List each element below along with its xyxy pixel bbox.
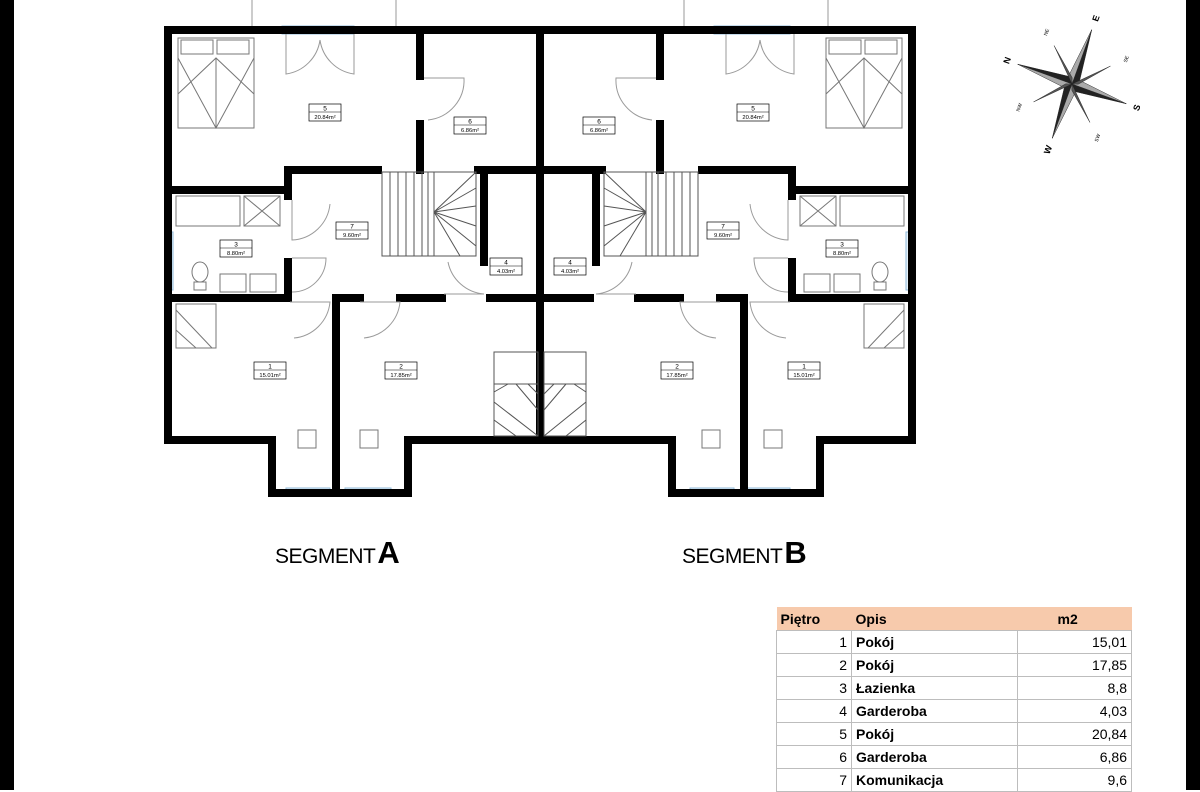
room-area: 9.60m² <box>343 233 361 239</box>
room-area: 6.86m² <box>461 128 479 134</box>
room-area: 17.85m² <box>390 373 411 379</box>
compass-w-label: W <box>1042 144 1054 156</box>
compass-e-label: E <box>1090 14 1101 23</box>
room-area: 20.84m² <box>314 115 335 121</box>
room-number: 2 <box>399 364 403 371</box>
cell-floor: 3 <box>776 676 852 700</box>
room-number: 6 <box>597 119 601 126</box>
fixtures <box>175 37 905 449</box>
table-header-row: Piętro Opis m2 <box>776 607 1132 631</box>
cell-desc: Pokój <box>851 630 1018 654</box>
room-area: 9.60m² <box>714 233 732 239</box>
cell-desc: Garderoba <box>851 745 1018 769</box>
cell-area: 6,86 <box>1017 745 1132 769</box>
compass-sw-label: SW <box>1094 133 1102 143</box>
cell-floor: 7 <box>776 768 852 792</box>
cell-floor: 6 <box>776 745 852 769</box>
header-floor: Piętro <box>776 607 852 631</box>
room-label-1b: 1 15.01m² <box>787 361 821 380</box>
cell-desc: Pokój <box>851 653 1018 677</box>
room-area: 17.85m² <box>666 373 687 379</box>
room-area: 8.80m² <box>833 251 851 257</box>
room-label-3a: 3 8.80m² <box>219 239 253 258</box>
room-label-5a: 5 20.84m² <box>308 103 342 122</box>
room-label-1a: 1 15.01m² <box>253 361 287 380</box>
segment-label-b: SEGMENTB <box>682 535 807 571</box>
cell-area: 17,85 <box>1017 653 1132 677</box>
header-desc: Opis <box>851 607 1018 631</box>
room-label-3b: 3 8.80m² <box>825 239 859 258</box>
room-area: 15.01m² <box>793 373 814 379</box>
segment-letter: A <box>377 535 400 570</box>
compass-n-label: N <box>1001 56 1013 66</box>
cell-desc: Komunikacja <box>851 768 1018 792</box>
room-labels: 5 20.84m² 6 6.86m² 7 9.60m² 3 8.80m² 4 4.03m² 1 15.… <box>219 103 859 380</box>
room-number: 3 <box>234 242 238 249</box>
room-area: 15.01m² <box>259 373 280 379</box>
compass-nw-label: NW <box>1016 102 1025 112</box>
segment-label-a: SEGMENTA <box>275 535 400 571</box>
room-number: 5 <box>323 106 327 113</box>
floor-plan: 5 20.84m² 6 6.86m² 7 9.60m² 3 8.80m² 4 4.03m² 1 15.… <box>164 0 1143 497</box>
cell-desc: Pokój <box>851 722 1018 746</box>
room-number: 4 <box>568 260 572 267</box>
cell-area: 20,84 <box>1017 722 1132 746</box>
room-label-2b: 2 17.85m² <box>660 361 694 380</box>
cell-floor: 4 <box>776 699 852 723</box>
cell-area: 4,03 <box>1017 699 1132 723</box>
segment-prefix: SEGMENT <box>275 545 376 568</box>
room-area: 4.03m² <box>497 269 515 275</box>
room-number: 7 <box>721 224 725 231</box>
room-label-4b: 4 4.03m² <box>553 257 587 276</box>
room-label-6a: 6 6.86m² <box>453 116 487 135</box>
compass-s-label: S <box>1131 103 1142 112</box>
walls <box>164 26 916 497</box>
door-swings <box>285 34 795 339</box>
room-number: 1 <box>802 364 806 371</box>
header-area: m2 <box>1017 607 1132 631</box>
cell-area: 9,6 <box>1017 768 1132 792</box>
cell-area: 8,8 <box>1017 676 1132 700</box>
compass-ne-label: NE <box>1043 27 1051 36</box>
room-label-2a: 2 17.85m² <box>384 361 418 380</box>
room-label-4a: 4 4.03m² <box>489 257 523 276</box>
room-area: 6.86m² <box>590 128 608 134</box>
cell-floor: 1 <box>776 630 852 654</box>
room-area: 4.03m² <box>561 269 579 275</box>
room-label-6b: 6 6.86m² <box>582 116 616 135</box>
room-number: 7 <box>350 224 354 231</box>
room-label-7a: 7 9.60m² <box>335 221 369 240</box>
cell-desc: Garderoba <box>851 699 1018 723</box>
stairs <box>381 171 699 437</box>
cell-desc: Łazienka <box>851 676 1018 700</box>
cell-area: 15,01 <box>1017 630 1132 654</box>
room-number: 5 <box>751 106 755 113</box>
room-area: 20.84m² <box>742 115 763 121</box>
segment-letter: B <box>784 535 807 570</box>
room-label-7b: 7 9.60m² <box>706 221 740 240</box>
room-number: 4 <box>504 260 508 267</box>
left-frame-bar <box>0 0 14 790</box>
segment-prefix: SEGMENT <box>682 545 783 568</box>
room-number: 1 <box>268 364 272 371</box>
room-label-5b: 5 20.84m² <box>736 103 770 122</box>
room-number: 2 <box>675 364 679 371</box>
right-frame-bar <box>1186 0 1200 790</box>
room-area: 8.80m² <box>227 251 245 257</box>
room-number: 6 <box>468 119 472 126</box>
cell-floor: 5 <box>776 722 852 746</box>
room-number: 3 <box>840 242 844 249</box>
cell-floor: 2 <box>776 653 852 677</box>
compass-se-label: SE <box>1123 54 1131 63</box>
